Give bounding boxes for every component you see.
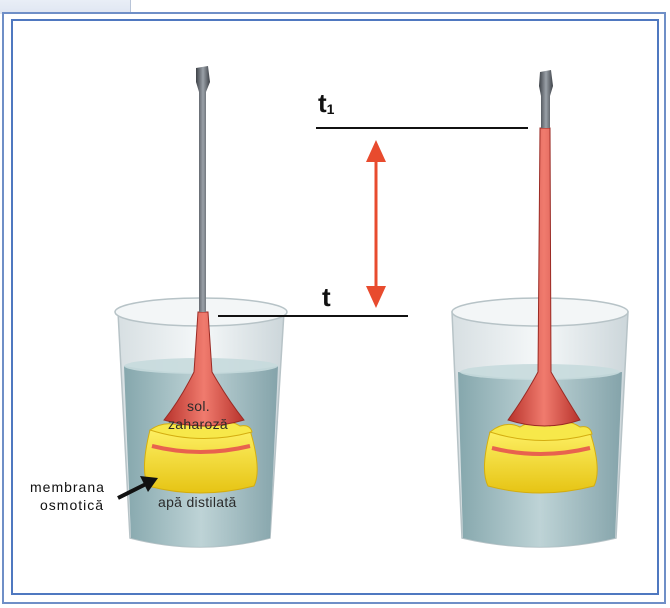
membrane-pointer-arrow <box>117 476 158 500</box>
right-funnel <box>507 127 581 427</box>
height-difference-arrow <box>366 140 386 308</box>
label-membrane-line2: osmotică <box>40 497 105 513</box>
left-membrane-bag <box>144 420 258 494</box>
label-solution-line2: zaharoză <box>168 416 228 432</box>
label-t1: t1 <box>318 88 335 118</box>
right-membrane-bag <box>484 421 598 494</box>
label-membrane-line1: membrana <box>30 479 105 495</box>
label-solution-line1: sol. <box>187 398 210 414</box>
right-tube <box>539 70 553 128</box>
corner-tab <box>0 0 131 14</box>
label-water: apă distilată <box>158 494 237 510</box>
label-t: t <box>322 282 331 312</box>
left-funnel <box>163 311 245 427</box>
left-tube <box>196 66 210 312</box>
